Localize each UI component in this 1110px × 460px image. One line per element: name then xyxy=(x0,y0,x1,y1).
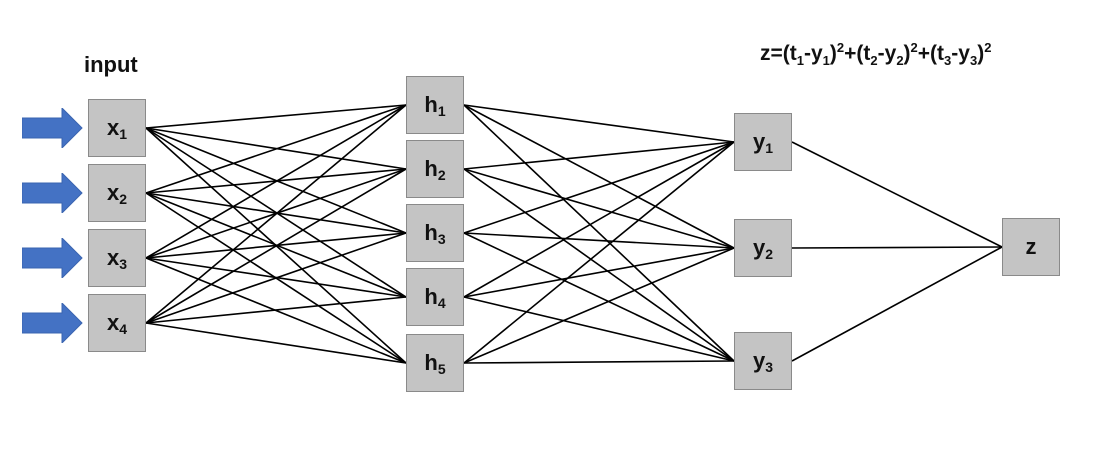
edge-y1-z xyxy=(791,141,1003,248)
input-arrow-icon xyxy=(22,303,83,343)
node-label: y xyxy=(752,129,766,154)
edge-h2-y3 xyxy=(463,168,735,362)
node-label: z xyxy=(1025,234,1037,259)
formula-segment: 2 xyxy=(870,53,878,68)
input-arrow-icon xyxy=(22,238,83,278)
node-subscript: 5 xyxy=(437,361,446,377)
edge-h1-y3 xyxy=(463,104,735,362)
input-arrow-icon xyxy=(22,108,83,148)
node-subscript: 3 xyxy=(437,231,446,247)
formula-segment: 1 xyxy=(796,53,804,68)
input-label: input xyxy=(84,52,138,77)
node-label: x xyxy=(106,245,120,270)
node-subscript: 2 xyxy=(119,191,128,207)
edge-h1-y2 xyxy=(463,104,735,249)
edge-x1-h1 xyxy=(145,104,407,129)
node-subscript: 1 xyxy=(437,103,446,119)
edge-h5-y3 xyxy=(463,360,735,364)
formula-segment: ) xyxy=(903,42,911,65)
formula-segment: -y xyxy=(877,42,897,65)
edge-x2-h1 xyxy=(145,104,407,194)
formula-segment: -y xyxy=(951,42,970,65)
formula-segment: 2 xyxy=(984,40,992,55)
node-subscript: 2 xyxy=(765,246,774,262)
formula-segment: 2 xyxy=(896,53,904,68)
node-label: h xyxy=(424,220,438,245)
formula-segment: -y xyxy=(803,42,823,65)
node-label: y xyxy=(752,348,766,373)
node-label: x xyxy=(106,115,120,140)
edge-x4-h2 xyxy=(145,168,407,324)
formula-segment: 3 xyxy=(944,53,952,68)
edge-h4-y1 xyxy=(463,141,735,298)
input-arrow-icon xyxy=(22,173,83,213)
formula-segment: 1 xyxy=(822,53,830,68)
node-label: x xyxy=(106,180,120,205)
edge-h3-y1 xyxy=(463,141,735,234)
edge-h5-y2 xyxy=(463,247,735,364)
node-label: h xyxy=(424,92,438,117)
edge-h4-y3 xyxy=(463,296,735,362)
formula-segment: +(t xyxy=(844,42,871,65)
formula-segment: +(t xyxy=(917,42,945,65)
formula-segment: z=(t xyxy=(760,42,797,65)
node-label: h xyxy=(424,350,438,375)
edge-x4-h1 xyxy=(145,104,407,324)
node-subscript: 2 xyxy=(437,167,446,183)
node-z: z xyxy=(1002,218,1060,276)
edge-h3-y3 xyxy=(463,232,735,362)
formula-segment: 2 xyxy=(836,40,845,55)
formula-segment: ) xyxy=(977,42,985,65)
edge-h2-y1 xyxy=(463,141,735,170)
node-subscript: 4 xyxy=(437,295,446,311)
formula-segment: ) xyxy=(829,42,837,65)
edge-h3-y2 xyxy=(463,232,735,249)
edge-h2-y2 xyxy=(463,168,735,249)
edge-h4-y2 xyxy=(463,247,735,298)
edge-y2-z xyxy=(791,246,1003,249)
edge-y3-z xyxy=(791,246,1003,362)
node-label: h xyxy=(424,284,438,309)
edge-x4-h4 xyxy=(145,296,407,324)
formula-segment: 2 xyxy=(910,40,918,55)
node-label: x xyxy=(106,310,120,335)
node-label: h xyxy=(424,156,438,181)
node-subscript: 1 xyxy=(119,126,128,142)
node-subscript: 1 xyxy=(765,140,774,156)
edge-h1-y1 xyxy=(463,104,735,143)
edge-x3-h1 xyxy=(145,104,407,259)
edge-x4-h5 xyxy=(145,322,407,364)
loss-formula: z=(t1-y1)2+(t2-y2)2+(t3-y3)2 xyxy=(760,40,992,68)
edge-h5-y1 xyxy=(463,141,735,364)
node-label: y xyxy=(752,235,766,260)
edge-x4-h3 xyxy=(145,232,407,324)
node-subscript: 3 xyxy=(119,256,128,272)
formula-segment: 3 xyxy=(969,53,978,68)
node-subscript: 4 xyxy=(119,321,128,337)
node-subscript: 3 xyxy=(765,359,774,375)
